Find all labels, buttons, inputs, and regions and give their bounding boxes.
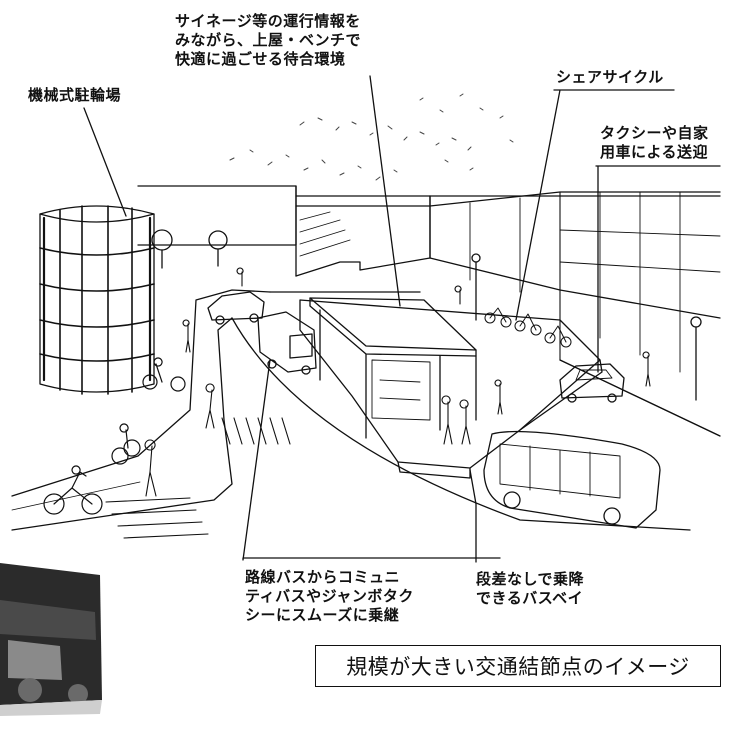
mechanical-bicycle-parking-tower (39, 205, 155, 395)
label-transfer: 路線バスからコミュニ ティバスやジャンボタク シーにスムーズに乗継 (245, 568, 414, 625)
label-waiting-area-line3: 快適に過ごせる待合環境 (175, 50, 346, 68)
label-taxi-dropoff: タクシーや自家 用車による送迎 (600, 124, 709, 162)
bus-shelter (309, 297, 477, 439)
label-transfer-line1: 路線バスからコミュニ (245, 568, 401, 586)
label-bicycle-parking: 機械式駐輪場 (28, 86, 121, 105)
caption-text: 規模が大きい交通結節点のイメージ (346, 655, 690, 679)
label-bus-bay: 段差なしで乗降 できるバスベイ (476, 570, 584, 608)
caption-box: 規模が大きい交通結節点のイメージ (315, 645, 721, 687)
route-bus (483, 430, 661, 529)
taxi-car (559, 363, 625, 403)
label-transfer-line2: ティバスやジャンボタク (245, 587, 414, 605)
label-bus-bay-line2: できるバスベイ (476, 589, 584, 607)
label-waiting-area: サイネージ等の運行情報を みながら、上屋・ベンチで 快適に過ごせる待合環境 (175, 12, 361, 69)
label-waiting-area-line2: みながら、上屋・ベンチで (175, 31, 362, 49)
sedan-car (207, 291, 265, 325)
roads (11, 289, 691, 531)
background-building-left (137, 185, 297, 277)
label-taxi-dropoff-line1: タクシーや自家 (600, 124, 709, 142)
label-waiting-area-line1: サイネージ等の運行情報を (175, 12, 361, 30)
trees (151, 229, 228, 269)
sky-texture (229, 93, 514, 181)
crosswalk (105, 417, 291, 539)
share-cycle-rack (484, 307, 572, 348)
label-bicycle-parking-text: 機械式駐輪場 (28, 86, 122, 104)
label-share-cycle: シェアサイクル (556, 68, 664, 87)
community-bus (257, 311, 317, 375)
leader-lines (83, 75, 721, 563)
pedestrians (144, 267, 651, 497)
label-share-cycle-text: シェアサイクル (556, 68, 664, 86)
street-lamps (471, 253, 702, 401)
label-transfer-line3: シーにスムーズに乗継 (245, 606, 400, 624)
cyclists (43, 357, 186, 515)
label-bus-bay-line1: 段差なしで乗降 (476, 570, 585, 588)
station-building (295, 191, 721, 437)
label-taxi-dropoff-line2: 用車による送迎 (600, 143, 709, 161)
bus-photo-inset (0, 563, 102, 716)
